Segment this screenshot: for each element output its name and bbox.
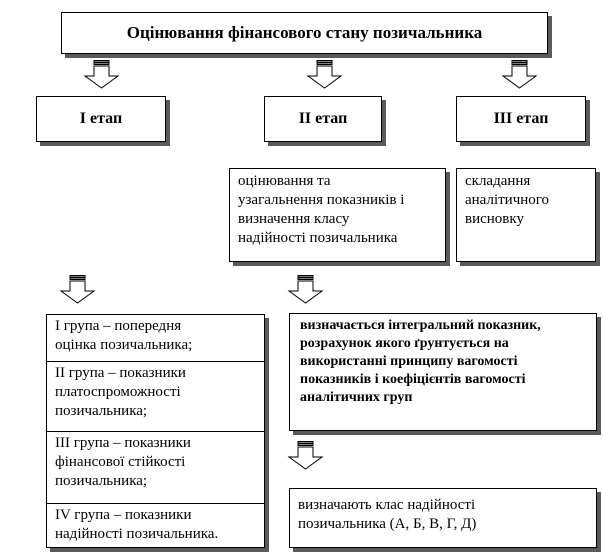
integral-line: розрахунок якого ґрунтується на xyxy=(300,336,509,351)
down-arrow-groups xyxy=(58,275,98,305)
class-line: визначають клас надійності xyxy=(298,497,476,513)
integral-line: визначається інтегральний показник, xyxy=(300,318,541,333)
group-line: позичальника; xyxy=(55,403,148,419)
group-line: оцінка позичальника; xyxy=(55,337,193,353)
stage-2-desc-line: визначення класу xyxy=(238,211,350,227)
group-line: ІV група – показники xyxy=(55,507,192,523)
stage-1-label: І етап xyxy=(79,110,123,127)
group-2-item: ІІ група – показники платоспроможності п… xyxy=(47,361,264,431)
group-3-item: ІІІ група – показники фінансової стійкос… xyxy=(47,431,264,503)
down-arrow-classes xyxy=(286,441,326,471)
title-box: Оцінювання фінансового стану позичальник… xyxy=(61,12,548,54)
reliability-class-box: визначають клас надійності позичальника … xyxy=(289,488,597,548)
group-line: надійності позичальника. xyxy=(55,526,219,542)
group-line: ІІІ група – показники xyxy=(55,435,191,451)
stage-3-desc-line: складання xyxy=(465,173,531,189)
stage-2-desc-line: оцінювання та xyxy=(238,173,331,189)
integral-line: аналітичних груп xyxy=(300,390,413,405)
title-text: Оцінювання фінансового стану позичальник… xyxy=(126,23,483,42)
stage-3-desc-line: аналітичного xyxy=(465,192,550,208)
integral-indicator-box: визначається інтегральний показник, розр… xyxy=(289,313,597,431)
integral-line: використанні принципу вагомості xyxy=(300,354,518,369)
class-line: позичальника (А, Б, В, Г, Д) xyxy=(298,516,477,532)
group-line: ІІ група – показники xyxy=(55,365,186,381)
groups-box: І група – попередня оцінка позичальника;… xyxy=(46,314,265,548)
group-1-item: І група – попередня оцінка позичальника; xyxy=(47,315,264,361)
stage-2-description-box: оцінювання та узагальнення показників і … xyxy=(229,168,446,262)
group-line: фінансової стійкості xyxy=(55,454,186,470)
group-4-item: ІV група – показники надійності позичаль… xyxy=(47,503,264,549)
down-arrow-integral xyxy=(286,275,326,305)
group-line: позичальника; xyxy=(55,473,148,489)
stage-3-description-box: складання аналітичного висновку xyxy=(456,168,596,262)
stage-2-label: ІІ етап xyxy=(298,110,348,127)
down-arrow-stage1 xyxy=(82,60,122,90)
down-arrow-stage3 xyxy=(500,60,540,90)
stage-1-box: І етап xyxy=(36,96,166,142)
stage-3-desc-line: висновку xyxy=(465,211,524,227)
group-line: платоспроможності xyxy=(55,384,181,400)
integral-line: показників і коефіцієнтів вагомості xyxy=(300,372,526,387)
stage-3-label: ІІІ етап xyxy=(493,110,549,127)
stage-2-desc-line: узагальнення показників і xyxy=(238,192,405,208)
stage-2-box: ІІ етап xyxy=(264,96,382,142)
down-arrow-stage2 xyxy=(305,60,345,90)
group-line: І група – попередня xyxy=(55,318,182,334)
stage-2-desc-line: надійності позичальника xyxy=(238,230,398,246)
stage-3-box: ІІІ етап xyxy=(456,96,586,142)
